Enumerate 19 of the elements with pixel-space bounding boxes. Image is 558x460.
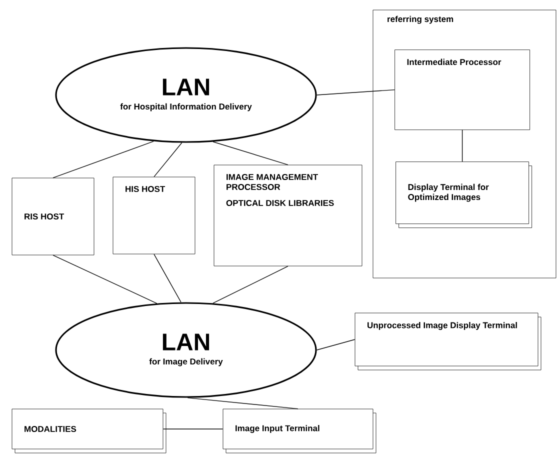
connector-line [154,142,182,178]
connector-line [52,254,158,304]
connector-line [52,140,154,178]
connector-line [187,397,298,410]
connector-line [462,130,463,162]
connector-line [154,254,182,303]
connector-line [162,428,224,430]
connector-line [316,89,395,96]
system-box: IMAGE MANAGEMENT PROCESSOR OPTICAL DISK LIBRARIES [214,164,362,266]
system-box: HIS HOST [112,176,196,254]
system-box: Intermediate Processor [394,50,530,130]
system-box: Display Terminal for Optimized Images [396,162,532,228]
connector-line [316,339,356,350]
system-box: MODALITIES [12,408,166,454]
system-box: Unprocessed Image Display Terminal [354,312,542,370]
connector-line [212,141,288,166]
system-box: RIS HOST [12,178,94,256]
connector-line [212,266,288,304]
system-box: Image Input Terminal [222,408,376,454]
